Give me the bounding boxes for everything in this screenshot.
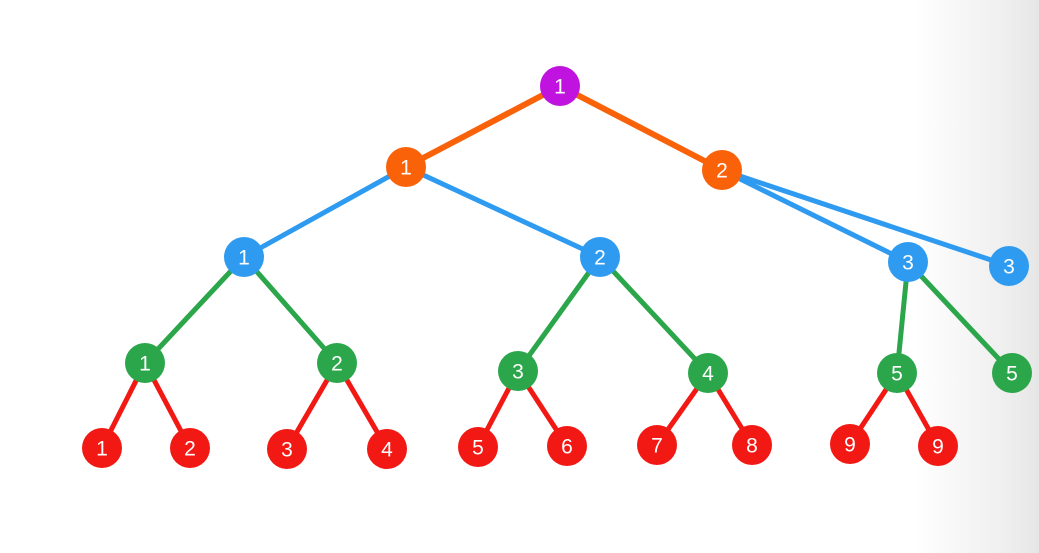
tree-node: [888, 242, 928, 282]
tree-node: [498, 351, 538, 391]
tree-node: [637, 425, 677, 465]
tree-node: [830, 424, 870, 464]
tree-node: [267, 429, 307, 469]
tree-node: [732, 425, 772, 465]
tree-node: [877, 353, 917, 393]
tree-node: [989, 246, 1029, 286]
tree-node: [540, 66, 580, 106]
tree-edge: [142, 254, 247, 366]
tree-edge: [719, 167, 1012, 269]
tree-edge: [515, 254, 603, 374]
tree-node: [317, 343, 357, 383]
tree-edge: [403, 83, 563, 170]
tree-edge: [403, 164, 603, 260]
tree-node: [458, 427, 498, 467]
tree-node: [386, 147, 426, 187]
tree-node: [224, 237, 264, 277]
tree-node: [688, 353, 728, 393]
tree-node: [580, 237, 620, 277]
tree-node: [170, 428, 210, 468]
tree-edge: [241, 164, 409, 260]
tree-edge: [241, 254, 340, 366]
tree-node: [992, 353, 1032, 393]
tree-node: [547, 426, 587, 466]
tree-node: [82, 428, 122, 468]
tree-node: [125, 343, 165, 383]
tree-edge: [719, 167, 911, 265]
tree-edge: [597, 254, 711, 376]
tree-edge: [905, 259, 1015, 376]
tree-node: [367, 429, 407, 469]
tree-edge: [557, 83, 725, 173]
tree-node: [702, 150, 742, 190]
tree-node: [918, 426, 958, 466]
